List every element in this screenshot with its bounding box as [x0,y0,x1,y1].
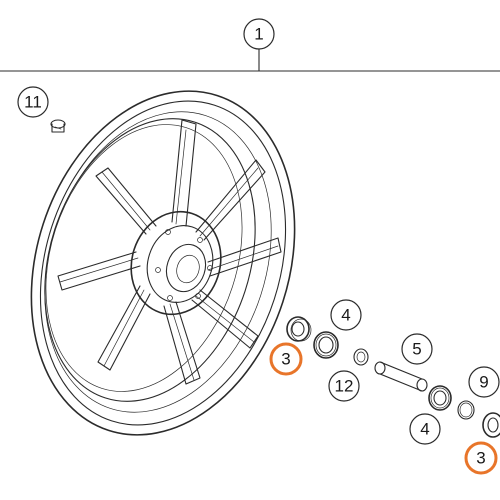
callout-11-label: 11 [24,93,42,112]
callout-1-label: 1 [254,25,263,44]
wheel-hub [130,210,222,316]
spacer-ring-part [353,348,369,366]
seal-ring-right-part [482,412,500,438]
bearing-left-part [313,331,339,359]
callout-12: 12 [328,370,360,402]
callout-3-right: 3 [464,441,498,475]
callout-3-right-highlight [464,441,498,475]
callout-3-left-label: 3 [281,350,290,369]
circlip-part [457,400,475,420]
callout-5-label: 5 [412,340,421,359]
callout-5: 5 [401,333,433,365]
callout-4-left: 4 [330,299,362,331]
callout-4-right: 4 [409,413,441,445]
callout-4-right-label: 4 [420,420,429,439]
bearing-right-part [428,385,452,411]
callout-4-left-label: 4 [341,306,350,325]
callout-3-left-highlight [269,342,303,376]
callout-3-left: 3 [269,342,303,376]
spacer-sleeve-part [374,361,428,392]
valve-screw-part [50,119,66,133]
assembly-bracket [0,47,500,72]
callout-9-label: 9 [479,373,488,392]
callout-12-label: 12 [335,377,354,396]
seal-ring-left-part [286,316,312,342]
callout-3-right-label: 3 [476,449,485,468]
wheel-rim [30,90,296,436]
callout-9: 9 [468,366,500,398]
callout-11: 11 [17,86,49,118]
callout-1: 1 [243,18,275,50]
wheel-spokes [57,119,282,385]
